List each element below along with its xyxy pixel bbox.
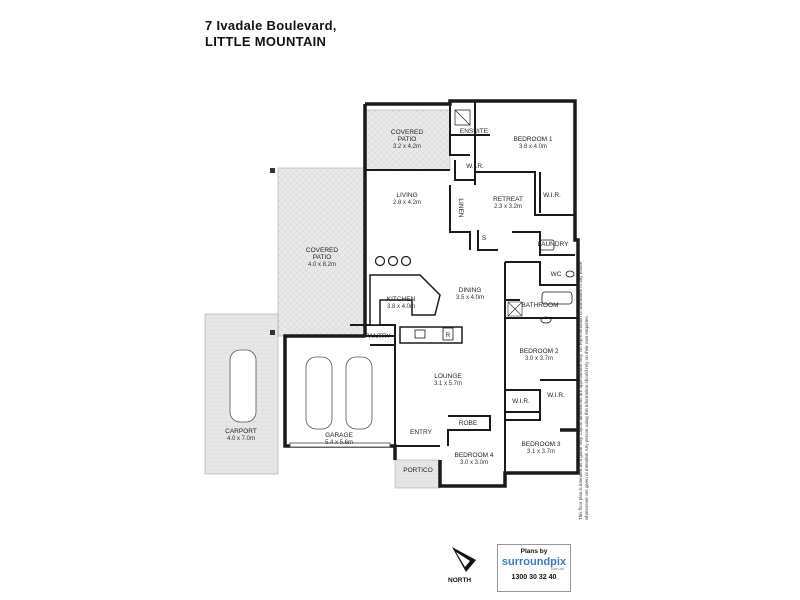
wir2-label: W.I.R. xyxy=(512,398,530,405)
bedroom2-label: BEDROOM 2 xyxy=(519,348,558,355)
portico-label: PORTICO xyxy=(403,467,433,474)
stool xyxy=(400,255,412,267)
bedroom4-label: BEDROOM 4 xyxy=(454,452,493,459)
brand-phone: 1300 30 32 40 xyxy=(511,574,557,581)
stool xyxy=(387,255,399,267)
garage-label: GARAGE xyxy=(325,432,353,439)
bedroom1-label: BEDROOM 1 xyxy=(513,136,552,143)
brand-plans-by: Plans by xyxy=(520,548,548,555)
shower xyxy=(454,109,471,126)
wir1-label: W.I.R. xyxy=(466,163,484,170)
kitchen-label: KITCHEN xyxy=(387,296,416,303)
address-line-1: 7 Ivadale Boulevard, xyxy=(205,18,337,33)
retreat-dim: 2.3 x 3.2m xyxy=(494,204,522,210)
dining-label: DINING xyxy=(459,287,482,294)
covered-patio-top-label: COVERED xyxy=(391,129,423,136)
linen-label: LINEN xyxy=(457,198,464,217)
living-label: LIVING xyxy=(396,192,417,199)
wc-label: WC xyxy=(551,271,562,278)
post xyxy=(270,168,275,173)
bathroom-label: BATHROOM xyxy=(521,302,558,309)
r-label: R xyxy=(446,332,451,339)
brand-box: Plans by surroundpix com.au 1300 30 32 4… xyxy=(497,544,571,592)
north-arrow-inner xyxy=(456,552,470,567)
post xyxy=(270,330,275,335)
garage-door xyxy=(289,442,391,448)
brand-domain: com.au xyxy=(550,566,564,571)
dining-dim: 3.5 x 4.0m xyxy=(456,295,484,301)
bedroom2-dim: 3.0 x 3.7m xyxy=(525,356,553,362)
kitchen-counter xyxy=(399,326,463,344)
stool xyxy=(374,255,386,267)
bedroom3-label: BEDROOM 3 xyxy=(521,441,560,448)
kitchen-bench xyxy=(369,274,441,326)
basin xyxy=(540,316,552,324)
portico-area xyxy=(394,459,441,489)
s-label: S xyxy=(482,235,487,242)
bedroom3-dim: 3.1 x 3.7m xyxy=(527,449,555,455)
car-garage-right xyxy=(345,356,373,430)
garage-dim: 5.4 x 5.6m xyxy=(325,440,353,446)
laundry-tub xyxy=(539,239,555,251)
carport-label: CARPORT xyxy=(225,428,257,435)
lounge-label: LOUNGE xyxy=(434,373,462,380)
covered-patio-left-label2: PATIO xyxy=(313,254,332,261)
fridge-space xyxy=(442,327,454,341)
ensuite-label: ENSUITE xyxy=(460,128,489,135)
laundry-label: LAUNDRY xyxy=(538,241,570,248)
bedroom1-dim: 3.8 x 4.0m xyxy=(519,144,547,150)
address-line-2: LITTLE MOUNTAIN xyxy=(205,34,327,49)
pantry-label: PANTRY xyxy=(365,333,391,340)
cars xyxy=(229,349,373,430)
carport-dim: 4.0 x 7.0m xyxy=(227,436,255,442)
lounge-dim: 3.1 x 5.7m xyxy=(434,381,462,387)
car-garage-left xyxy=(305,356,333,430)
wir-right-label: W.I.R. xyxy=(543,192,561,199)
car-carport xyxy=(229,349,257,423)
interior-walls xyxy=(285,101,578,473)
north-label: NORTH xyxy=(448,577,472,584)
disclaimer-text: This floor plan is intended as a guide o… xyxy=(578,261,589,520)
robe-label: ROBE xyxy=(459,420,478,427)
living-dim: 2.8 x 4.2m xyxy=(393,200,421,206)
covered-patio-left-label: COVERED xyxy=(306,247,338,254)
bedroom4-dim: 3.0 x 3.0m xyxy=(460,460,488,466)
wir3-label: W.I.R. xyxy=(547,392,565,399)
covered-patio-top-dim: 3.2 x 4.2m xyxy=(393,144,421,150)
kitchen-dim: 3.8 x 4.0m xyxy=(387,304,415,310)
cooktop xyxy=(414,329,426,339)
covered-patio-top-area xyxy=(364,109,451,171)
covered-patio-left-dim: 4.0 x 8.2m xyxy=(308,262,336,268)
brand-logo: surroundpix xyxy=(501,556,567,568)
covered-patio-top-label2: PATIO xyxy=(398,136,417,143)
shower-2 xyxy=(507,301,523,317)
toilet xyxy=(565,270,575,278)
entry-label: ENTRY xyxy=(410,429,433,436)
retreat-label: RETREAT xyxy=(493,196,523,203)
bathtub xyxy=(541,291,573,305)
